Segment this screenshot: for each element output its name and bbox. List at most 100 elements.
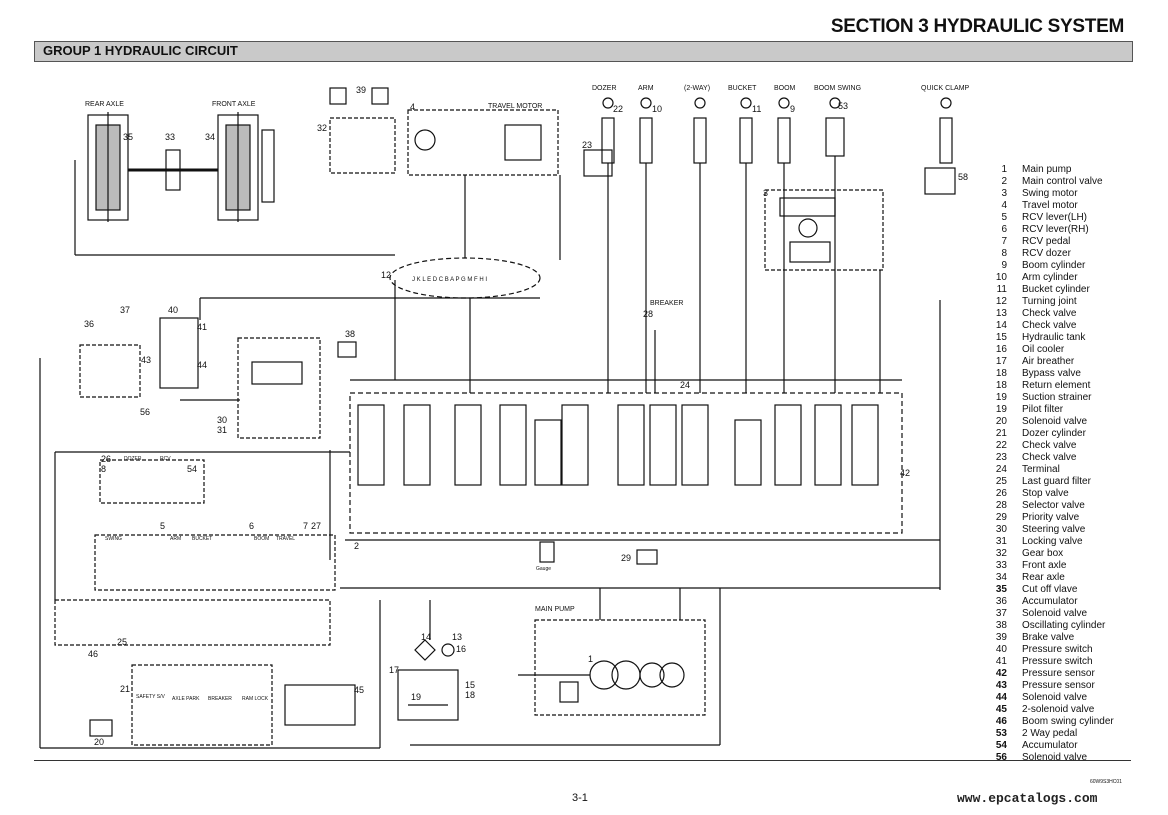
- legend-row: 45 2-solenoid valve: [985, 704, 1114, 716]
- page-number: 3-1: [572, 792, 588, 804]
- legend-label: Accumulator: [1022, 596, 1078, 607]
- legend-number: 20: [995, 416, 1007, 427]
- legend-label: Hydraulic tank: [1022, 332, 1086, 343]
- callout: 23: [582, 140, 592, 150]
- legend-number: 18: [995, 380, 1007, 391]
- legend-number: 53: [995, 728, 1007, 739]
- legend-row: 37 Solenoid valve: [985, 608, 1114, 620]
- callout: 6: [249, 521, 254, 531]
- legend-label: Locking valve: [1022, 536, 1083, 547]
- legend-label: Swing motor: [1022, 188, 1078, 199]
- label-turning-joint-ports: J K L E D C B A P G M F H I: [412, 277, 487, 283]
- callout: 29: [621, 553, 631, 563]
- legend-label: Gear box: [1022, 548, 1064, 559]
- legend-label: Pressure switch: [1022, 644, 1093, 655]
- hydraulic-lines: [39, 156, 941, 749]
- callout: 30: [217, 415, 227, 425]
- callout: 37: [120, 305, 130, 315]
- legend-label: Arm cylinder: [1022, 272, 1078, 283]
- legend-label: Boom cylinder: [1022, 260, 1086, 271]
- legend-number: 25: [995, 476, 1007, 487]
- legend-number: 5: [1001, 212, 1007, 223]
- legend-number: 6: [1001, 224, 1007, 235]
- callout: 42: [900, 468, 910, 478]
- legend-row: 53 2 Way pedal: [985, 728, 1114, 740]
- legend-number: 10: [995, 272, 1007, 283]
- legend-number: 21: [995, 428, 1007, 439]
- legend-label: Solenoid valve: [1022, 752, 1088, 763]
- legend-label: RCV lever(RH): [1022, 224, 1089, 235]
- watermark: www.epcatalogs.com: [957, 791, 1098, 806]
- legend-number: 29: [995, 512, 1007, 523]
- legend-row: 10 Arm cylinder: [985, 272, 1114, 284]
- legend-number: 18: [995, 368, 1007, 379]
- legend-label: Check valve: [1022, 320, 1077, 331]
- legend-label: 2 Way pedal: [1022, 728, 1078, 739]
- legend-number: 39: [995, 632, 1007, 643]
- label-axle-park: AXLE PARK: [172, 696, 200, 702]
- callout: 36: [84, 319, 94, 329]
- legend-label: Main pump: [1022, 164, 1072, 175]
- actuator-cylinders: [583, 97, 956, 195]
- legend-number: 19: [995, 404, 1007, 415]
- label-dozer-pedal: DOZER: [124, 456, 142, 462]
- legend-label: Solenoid valve: [1022, 608, 1088, 619]
- label-ram-lock: RAM LOCK: [242, 696, 269, 702]
- legend-label: Check valve: [1022, 452, 1077, 463]
- callout: 43: [141, 355, 151, 365]
- callout: 34: [205, 132, 215, 142]
- legend-label: Pressure sensor: [1022, 680, 1095, 691]
- legend-label: 2-solenoid valve: [1022, 704, 1095, 715]
- legend-number: 34: [995, 572, 1007, 583]
- legend-number: 41: [995, 656, 1007, 667]
- label-two-way: (2-WAY): [684, 85, 710, 92]
- label-travel-motor: TRAVEL MOTOR: [488, 103, 542, 110]
- legend-number: 8: [1001, 248, 1007, 259]
- legend-number: 45: [995, 704, 1007, 715]
- legend-number: 14: [995, 320, 1007, 331]
- legend-number: 22: [995, 440, 1007, 451]
- label-front-axle: FRONT AXLE: [212, 101, 256, 108]
- legend-number: 13: [995, 308, 1007, 319]
- callout: 53: [838, 101, 848, 111]
- legend-label: Check valve: [1022, 440, 1077, 451]
- callout: 35: [123, 132, 133, 142]
- rcv-lever-block: [54, 459, 356, 746]
- legend-row: 18 Return element: [985, 380, 1114, 392]
- callout: 33: [165, 132, 175, 142]
- callout: 9: [790, 104, 795, 114]
- axle-assembly: [74, 112, 395, 256]
- legend-label: Oil cooler: [1022, 344, 1065, 355]
- legend-label: Return element: [1022, 380, 1091, 391]
- legend-label: Turning joint: [1022, 296, 1077, 307]
- legend-number: 35: [995, 584, 1007, 595]
- bottom-rule: [34, 760, 1131, 761]
- callout: 5: [160, 521, 165, 531]
- legend-number: 15: [995, 332, 1007, 343]
- legend-number: 37: [995, 608, 1007, 619]
- callout: 39: [356, 85, 366, 95]
- main-control-valve: [340, 379, 940, 589]
- callout: 12: [381, 270, 391, 280]
- callout: 4: [410, 102, 415, 112]
